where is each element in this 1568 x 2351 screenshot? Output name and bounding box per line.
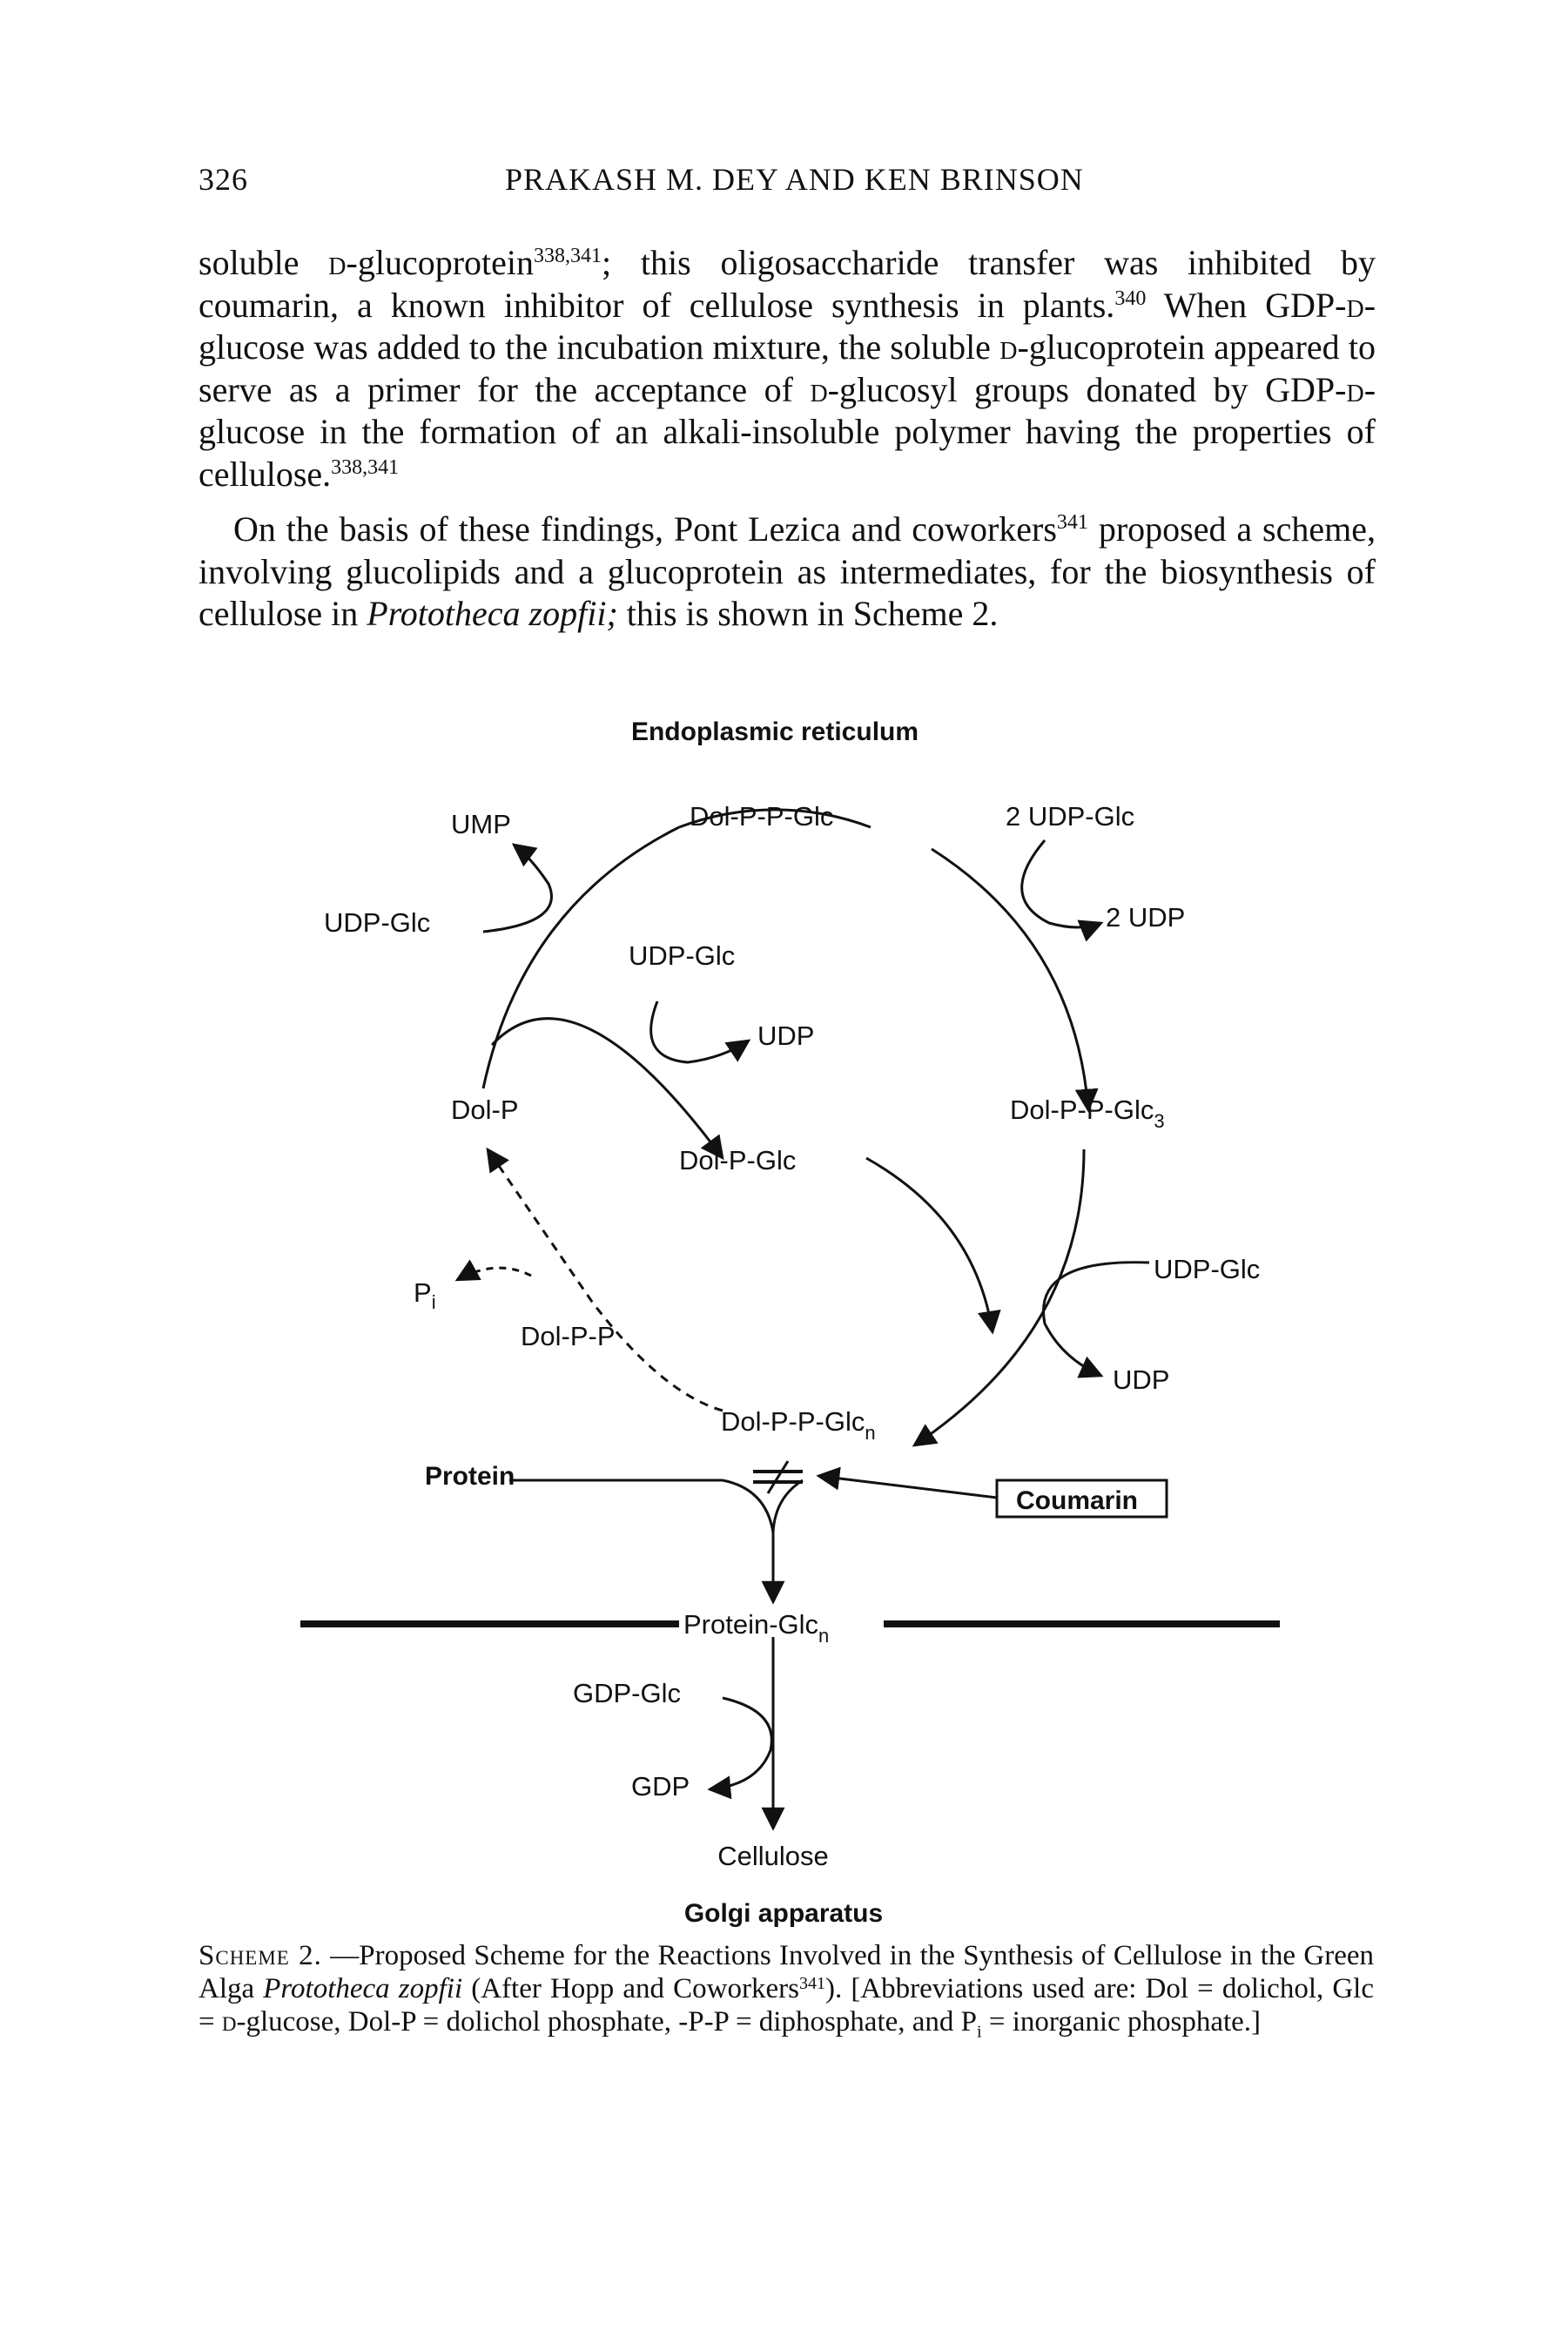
protein-join-curve <box>722 1479 775 1533</box>
arrow-glc3-to-glcn <box>912 1149 1086 1447</box>
title-endoplasmic-reticulum: Endoplasmic reticulum <box>631 717 919 746</box>
glcn-join-curve <box>771 1479 804 1533</box>
label-2-udp: 2 UDP <box>1106 902 1185 933</box>
paragraph-1: soluble d-glucoprotein338,341; this olig… <box>199 242 1376 495</box>
small-caps-d: d <box>810 369 828 409</box>
label-protein-glcn: Protein-Glcn <box>683 1609 829 1647</box>
small-caps-d: d <box>1346 285 1364 325</box>
small-caps-d: d <box>999 327 1018 367</box>
text-run: proposed a scheme, involving glucolipids… <box>199 509 1376 633</box>
dashed-arrow-to-pi <box>454 1259 532 1282</box>
text-run: -glucose in the formation of an alkali-i… <box>199 369 1376 494</box>
paragraph-2: On the basis of these findings, Pont Lez… <box>199 509 1376 636</box>
label-dol-p: Dol-P <box>451 1095 519 1125</box>
title-golgi-apparatus: Golgi apparatus <box>684 1899 883 1928</box>
curl-udpglc-udp-mid <box>649 1000 751 1064</box>
curl-udpglc-ump <box>482 843 553 933</box>
curl-udpglc-udp-right <box>1042 1261 1150 1378</box>
inhibit-slash <box>766 1460 790 1494</box>
citation-ref: 338,341 <box>534 245 602 267</box>
arrow-coumarin-inhibits <box>816 1466 998 1499</box>
species-name: Prototheca zopfii <box>263 1973 463 2004</box>
label-udp-glc-left: UDP-Glc <box>324 907 430 938</box>
text-run: When GDP- <box>1146 285 1347 325</box>
label-dol-p-p-glcn: Dol-P-P-Glcn <box>721 1406 876 1444</box>
label-dol-p-glc: Dol-P-Glc <box>679 1145 796 1176</box>
label-udp-glc-mid: UDP-Glc <box>629 940 735 971</box>
label-2-udp-glc: 2 UDP-Glc <box>1006 801 1134 832</box>
arrow-dolpglc-to-glcn <box>865 1156 1001 1335</box>
cycle-arc-top <box>678 808 871 829</box>
text-run: —Proposed Scheme for the Reactions Invol… <box>199 1940 1374 2004</box>
curl-gdpglc-gdp <box>707 1696 773 1800</box>
label-udp-glc-right: UDP-Glc <box>1154 1254 1260 1284</box>
label-dol-p-p-glc3: Dol-P-P-Glc3 <box>1010 1095 1165 1132</box>
citation-ref: 341 <box>798 1974 825 1993</box>
subscript-i: i <box>977 2022 982 2042</box>
species-name: Prototheca zopfii; <box>367 594 618 633</box>
text-run: -glucose, Dol-P = dolichol phosphate, -P… <box>236 2006 978 2038</box>
small-caps-d: d <box>328 243 347 282</box>
scheme-caption: Scheme 2. —Proposed Scheme for the React… <box>199 1939 1374 2049</box>
text-run: (After Hopp and Coworkers <box>462 1973 799 2004</box>
text-run: = inorganic phosphate.] <box>981 2006 1262 2038</box>
label-dol-p-p-glc-top: Dol-P-P-Glc <box>690 801 833 832</box>
curl-2udpglc-2udp <box>1020 839 1104 942</box>
label-udp-right: UDP <box>1113 1364 1169 1395</box>
citation-ref: 341 <box>1056 511 1088 534</box>
arrow-glc-to-glc3 <box>931 847 1099 1113</box>
citation-ref: 340 <box>1114 286 1147 310</box>
label-pi: Pi <box>414 1277 436 1313</box>
text-run: ). [Abbreviations used are: Dol = dolich… <box>199 1973 1375 2038</box>
text-run: -glucosyl groups donated by GDP- <box>827 369 1347 409</box>
label-protein: Protein <box>425 1462 515 1491</box>
small-caps-d: d <box>221 2006 237 2038</box>
dashed-arrow-to-dolp <box>486 1147 723 1412</box>
label-gdp: GDP <box>631 1771 690 1802</box>
text-run: soluble <box>199 243 329 282</box>
small-caps-d: d <box>1346 369 1364 409</box>
caption-label: Scheme 2. <box>199 1940 322 1971</box>
text-run: this is shown in Scheme 2. <box>617 594 999 633</box>
label-cellulose: Cellulose <box>717 1841 829 1871</box>
label-ump: UMP <box>451 809 511 839</box>
arrow-dolp-to-dolpglc <box>490 1017 724 1161</box>
text-run: On the basis of these findings, Pont Lez… <box>233 509 1057 549</box>
label-coumarin: Coumarin <box>1016 1486 1138 1515</box>
label-udp-mid: UDP <box>757 1021 814 1051</box>
citation-ref: 338,341 <box>331 455 400 479</box>
label-gdp-glc: GDP-Glc <box>573 1678 681 1708</box>
coumarin-box <box>995 1479 1168 1519</box>
text-run: -glucose was added to the incubation mix… <box>199 285 1376 367</box>
label-dol-p-p: Dol-P-P <box>521 1321 616 1351</box>
page-number: 326 <box>199 162 248 197</box>
text-run: -glucoprotein appeared to serve as a pri… <box>199 327 1376 409</box>
text-run: ; this oligosaccharide transfer was inhi… <box>199 243 1376 325</box>
text-run: -glucoprotein <box>346 243 535 282</box>
running-head-authors: PRAKASH M. DEY AND KEN BRINSON <box>505 162 1084 197</box>
